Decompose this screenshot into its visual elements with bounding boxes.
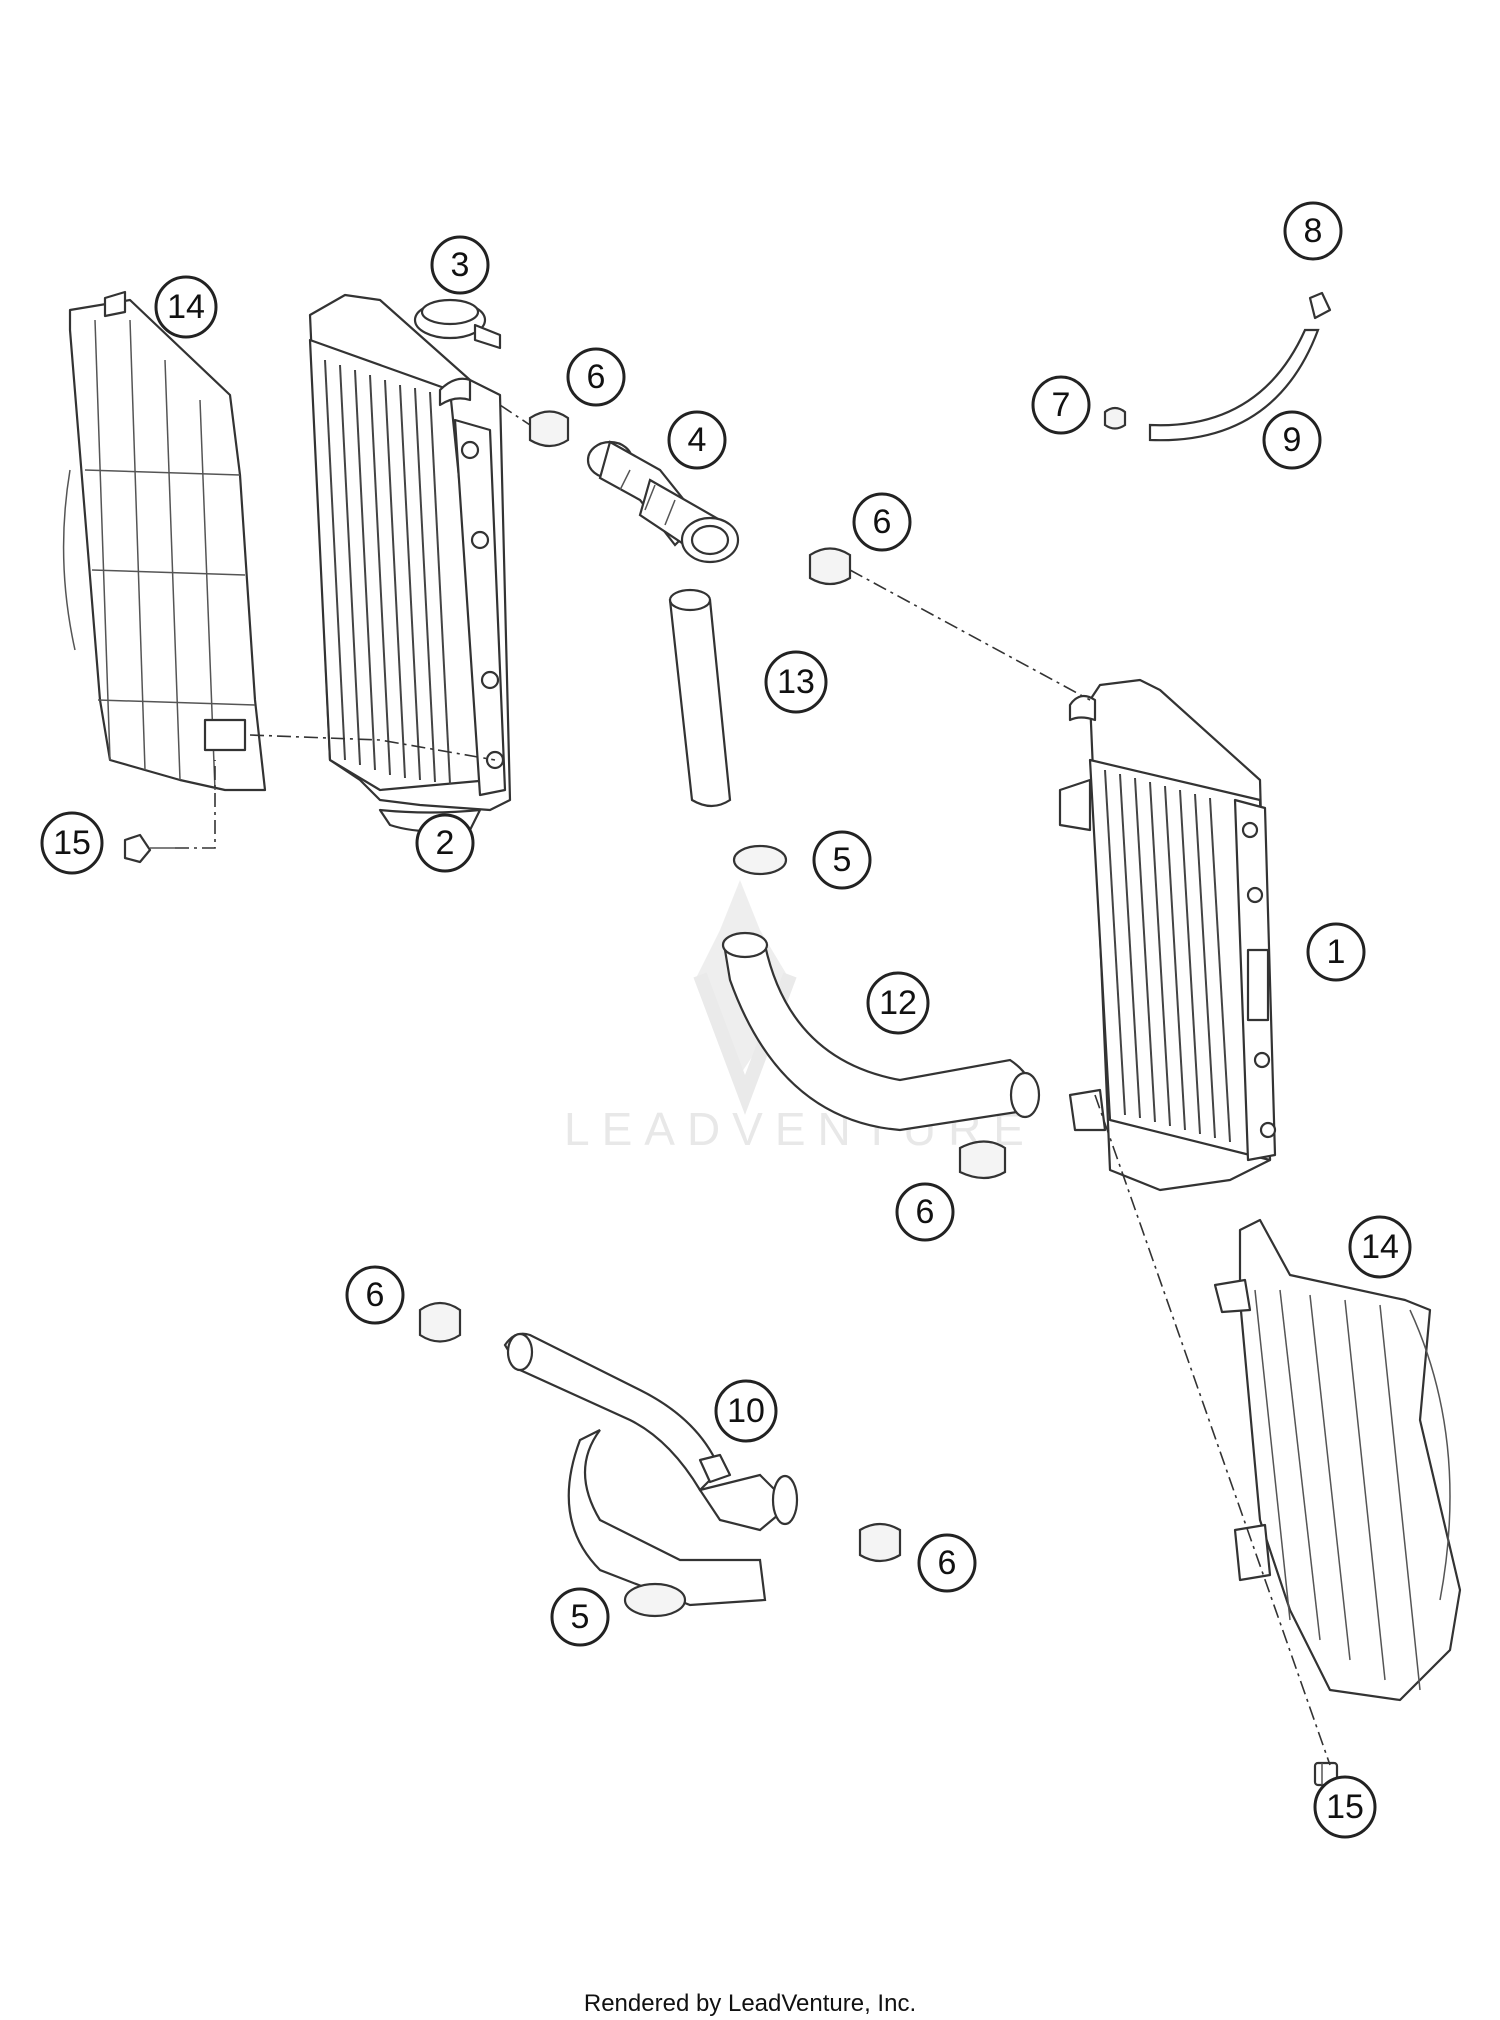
hose-clamp-upper-right — [808, 547, 852, 586]
callout-14-left: 14 — [154, 275, 218, 339]
callout-14-left-label: 14 — [167, 288, 205, 326]
callout-12: 12 — [866, 971, 930, 1035]
bolt-left — [123, 833, 175, 864]
callout-9-label: 9 — [1283, 421, 1302, 459]
callout-7-label: 7 — [1052, 386, 1071, 424]
callout-6-d: 6 — [345, 1265, 405, 1325]
callout-1-label: 1 — [1327, 933, 1346, 971]
callout-12-label: 12 — [879, 984, 917, 1022]
callout-3-label: 3 — [451, 246, 470, 284]
callout-1: 1 — [1306, 922, 1366, 982]
callout-15-left-label: 15 — [53, 824, 91, 862]
hose-clip-7 — [1103, 406, 1127, 430]
left-radiator — [308, 293, 512, 833]
callout-14-right-label: 14 — [1361, 1228, 1399, 1266]
hose-clamp-lower-right — [858, 1522, 902, 1563]
straight-hose-13 — [668, 588, 732, 808]
callout-6-d-label: 6 — [366, 1276, 385, 1314]
callout-6-b-label: 6 — [873, 503, 892, 541]
callout-4-label: 4 — [688, 421, 707, 459]
right-radiator-guard — [1213, 1218, 1462, 1702]
callout-4: 4 — [667, 410, 727, 470]
hose-clamp-lower-left — [418, 1301, 462, 1343]
callout-6-b: 6 — [852, 492, 912, 552]
callout-5-upper: 5 — [812, 830, 872, 890]
callout-2: 2 — [415, 813, 475, 873]
callout-10: 10 — [714, 1379, 778, 1443]
callout-10-label: 10 — [727, 1392, 765, 1430]
callout-5-upper-label: 5 — [833, 841, 852, 879]
hose-clamp-upper-left — [528, 410, 570, 448]
callout-8: 8 — [1283, 201, 1343, 261]
callout-8-label: 8 — [1304, 212, 1323, 250]
callout-9: 9 — [1262, 410, 1322, 470]
callout-5-lower: 5 — [550, 1587, 610, 1647]
callout-6-a: 6 — [566, 347, 626, 407]
overflow-hose-9 — [1148, 291, 1332, 442]
radiator-cap — [413, 298, 502, 350]
callout-13: 13 — [764, 650, 828, 714]
callout-6-a-label: 6 — [587, 358, 606, 396]
left-radiator-guard — [62, 290, 267, 792]
callout-6-e: 6 — [917, 1533, 977, 1593]
callout-2-label: 2 — [436, 824, 455, 862]
callout-7: 7 — [1031, 375, 1091, 435]
callout-6-e-label: 6 — [938, 1544, 957, 1582]
callout-14-right: 14 — [1348, 1215, 1412, 1279]
curved-hose-12 — [721, 931, 1041, 1132]
callout-15-left: 15 — [40, 811, 104, 875]
leader-lines — [175, 404, 1331, 1766]
callout-3: 3 — [430, 235, 490, 295]
callout-6-c-label: 6 — [916, 1193, 935, 1231]
callout-6-c: 6 — [895, 1182, 955, 1242]
callout-13-label: 13 — [777, 663, 815, 701]
hose-clamp-5-lower — [623, 1582, 687, 1618]
thermostat-hose-4 — [586, 440, 740, 564]
hose-clamp-5-upper — [732, 844, 788, 876]
footer-credit: Rendered by LeadVenture, Inc. — [583, 1990, 917, 2017]
y-hose-10 — [503, 1332, 799, 1607]
right-radiator — [1058, 678, 1277, 1192]
callout-15-right-label: 15 — [1326, 1788, 1364, 1826]
callout-15-right: 15 — [1313, 1775, 1377, 1839]
hose-clamp-mid — [958, 1140, 1007, 1180]
callout-5-lower-label: 5 — [571, 1598, 590, 1636]
